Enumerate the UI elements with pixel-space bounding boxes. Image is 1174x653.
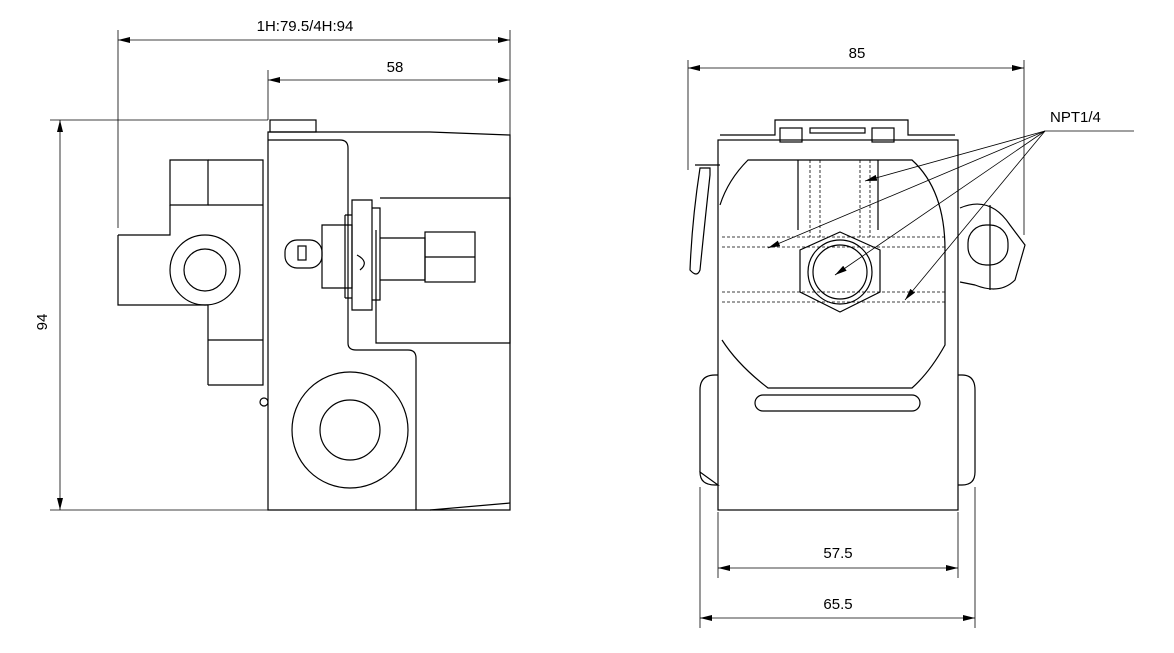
- front-base: [699, 374, 976, 486]
- front-internal-passages: [722, 160, 945, 303]
- front-hex-fitting: [799, 231, 881, 313]
- front-left-clip: [689, 164, 720, 275]
- front-view: 85: [687, 45, 1134, 628]
- npt-leaders: NPT1/4: [767, 109, 1134, 301]
- side-bottom-boss: [291, 371, 409, 489]
- dim-side-overall-length: 1H:79.5/4H:94: [257, 18, 354, 35]
- side-manifold: [117, 159, 264, 386]
- dim-side-body-length: 58: [387, 59, 404, 76]
- npt-thread-callout: NPT1/4: [1050, 109, 1101, 126]
- side-view: 1H:79.5/4H:94 58 94: [34, 18, 511, 511]
- front-top-tabs: [720, 119, 955, 143]
- dim-front-base-outer-width: 65.5: [823, 596, 852, 613]
- dim-side-height: 94: [34, 314, 51, 331]
- front-right-gland: [959, 203, 1026, 290]
- side-port-inner-circle: [183, 248, 227, 292]
- side-port-outer-circle: [169, 234, 241, 306]
- side-housing: [259, 119, 511, 511]
- dim-front-base-inner-width: 57.5: [823, 545, 852, 562]
- front-body: [717, 139, 959, 511]
- side-valve-body: [284, 197, 511, 344]
- dim-front-overall-width: 85: [849, 45, 866, 62]
